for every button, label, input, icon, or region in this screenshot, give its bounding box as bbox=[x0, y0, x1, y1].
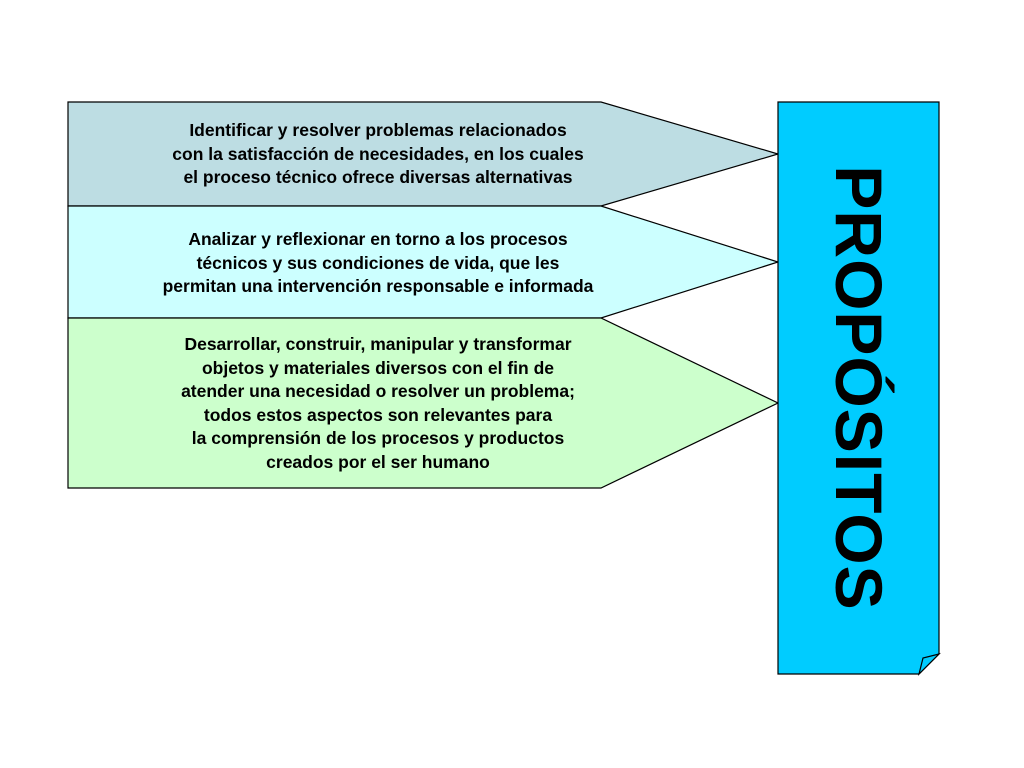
purpose-arrow-1 bbox=[67, 101, 781, 207]
folded-corner bbox=[917, 652, 941, 676]
purpose-text-3: Desarrollar, construir, manipular y tran… bbox=[181, 334, 575, 472]
purpose-arrow-3 bbox=[67, 317, 780, 489]
purpose-text-2: Analizar y reflexionar en torno a los pr… bbox=[162, 229, 594, 296]
title-panel-label-area: PROPÓSITOS bbox=[778, 102, 939, 674]
purpose-arrow-2 bbox=[67, 205, 780, 319]
page-title: PROPÓSITOS bbox=[821, 165, 896, 611]
purpose-text-1: Identificar y resolver problemas relacio… bbox=[172, 120, 584, 187]
